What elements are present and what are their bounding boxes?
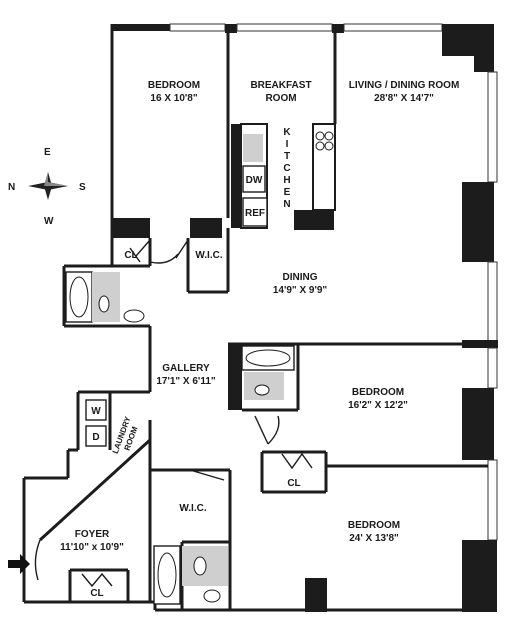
outer-walls <box>22 23 498 612</box>
kitchen-letter: T <box>284 151 290 162</box>
kitchen-letter: K <box>283 127 291 138</box>
kitchen-label: K I T C H E N <box>283 127 291 210</box>
entry-arrow-icon <box>8 554 30 574</box>
living-name: LIVING / DINING ROOM <box>349 80 460 91</box>
kitchen-letter: C <box>283 163 290 174</box>
foyer-name: FOYER <box>75 529 110 540</box>
dining-name: DINING <box>283 272 318 283</box>
breakfast-name-line1: BREAKFAST <box>250 80 311 91</box>
dryer-label: D <box>92 432 99 443</box>
compass-west-label: W <box>44 216 54 227</box>
compass-east-label: E <box>44 147 51 158</box>
bedroom1-name: BEDROOM <box>148 80 200 91</box>
bedroom2-dims: 16'2" X 12'2" <box>348 400 408 411</box>
closet2-label: CL <box>287 478 300 489</box>
walk-in-closet1-label: W.I.C. <box>195 250 222 261</box>
closet1-label: CL <box>124 250 137 261</box>
bedroom3-name: BEDROOM <box>348 520 400 531</box>
kitchen-letter: E <box>284 187 291 198</box>
bathroom-3 <box>153 545 228 605</box>
bedroom3-dims: 24' X 13'8" <box>349 533 399 544</box>
breakfast-name-line2: ROOM <box>265 93 296 104</box>
kitchen-letter: I <box>286 139 289 150</box>
kitchen-letter: H <box>283 175 290 186</box>
compass-north-label: N <box>8 182 15 193</box>
dining-dims: 14'9" X 9'9" <box>273 285 328 296</box>
compass-south-label: S <box>79 182 86 193</box>
gallery-name: GALLERY <box>162 363 210 374</box>
bathroom-2 <box>241 345 295 400</box>
dishwasher-label: DW <box>246 175 263 186</box>
refrigerator-label: REF <box>245 208 265 219</box>
bathroom-1 <box>65 271 145 323</box>
laundry-appliances <box>85 399 107 447</box>
bedroom1-dims: 16 X 10'8" <box>150 93 197 104</box>
living-dims: 28'8" X 14'7" <box>374 93 434 104</box>
kitchen-appliances <box>242 131 334 227</box>
kitchen-letter: N <box>283 199 290 210</box>
foyer-dims: 11'10" x 10'9" <box>60 542 124 553</box>
walk-in-closet2-label: W.I.C. <box>179 503 206 514</box>
gallery-dims: 17'1" X 6'11" <box>156 376 216 387</box>
compass-rose: E N S W <box>8 147 86 227</box>
bedroom2-name: BEDROOM <box>352 387 404 398</box>
closet3-label: CL <box>90 588 103 599</box>
washer-label: W <box>91 406 101 417</box>
door-swings <box>34 239 313 588</box>
